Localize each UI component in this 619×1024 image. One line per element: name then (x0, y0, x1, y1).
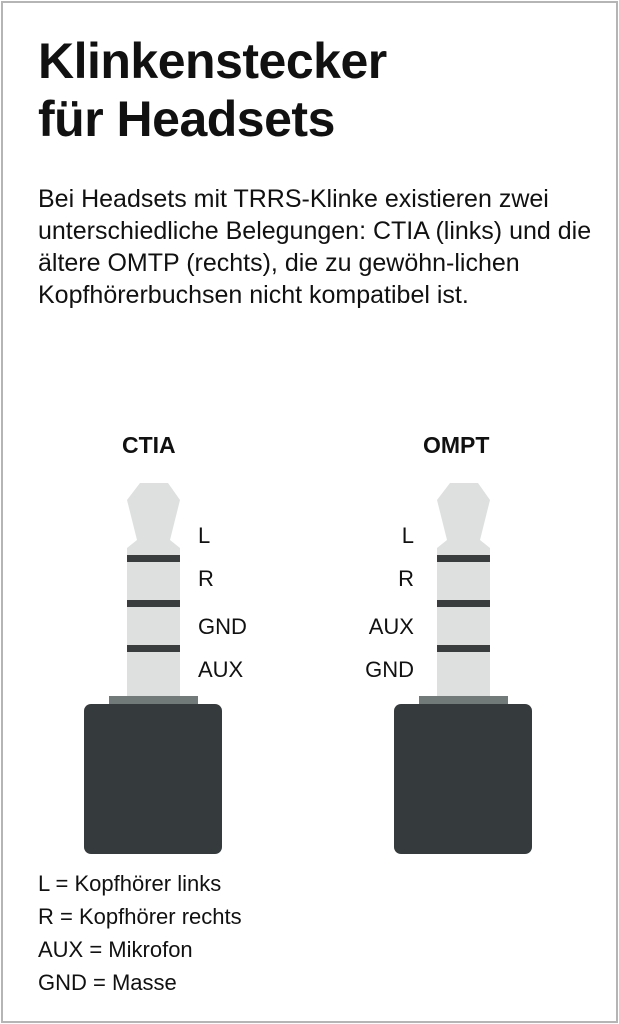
title-line-1: Klinkenstecker (38, 33, 387, 89)
ompt-label-4: GND (365, 657, 414, 682)
ompt-label-1: L (401, 523, 414, 548)
plug-band (437, 600, 490, 607)
legend-item: L = Kopfhörer links (38, 871, 222, 896)
legend: L = Kopfhörer links R = Kopfhörer rechts… (38, 867, 242, 999)
ompt-plug (394, 483, 532, 854)
ctia-plug (84, 483, 222, 854)
legend-item: R = Kopfhörer rechts (38, 904, 242, 929)
plug-band (127, 645, 180, 652)
plug-body (394, 704, 532, 854)
ctia-label-4: AUX (198, 657, 244, 682)
plug-band (127, 600, 180, 607)
plug-collar (419, 696, 508, 705)
legend-item: GND = Masse (38, 970, 177, 995)
ompt-label-3: AUX (368, 614, 414, 639)
ompt-label-2: R (398, 566, 414, 591)
title-line-2: für Headsets (38, 91, 335, 147)
ctia-label-1: L (198, 523, 211, 548)
ctia-heading: CTIA (122, 432, 176, 458)
ompt-heading: OMPT (423, 432, 490, 458)
page-title: Klinkenstecker für Headsets (38, 32, 387, 148)
plug-tip (127, 483, 180, 700)
intro-text: Bei Headsets mit TRRS-Klinke existieren … (38, 185, 592, 309)
plug-band (127, 555, 180, 562)
plug-tip (437, 483, 490, 700)
ctia-label-2: R (198, 566, 214, 591)
ctia-label-3: GND (198, 614, 247, 639)
plug-band (437, 645, 490, 652)
plug-body (84, 704, 222, 854)
legend-item: AUX = Mikrofon (38, 937, 193, 962)
plug-band (437, 555, 490, 562)
plug-collar (109, 696, 198, 705)
